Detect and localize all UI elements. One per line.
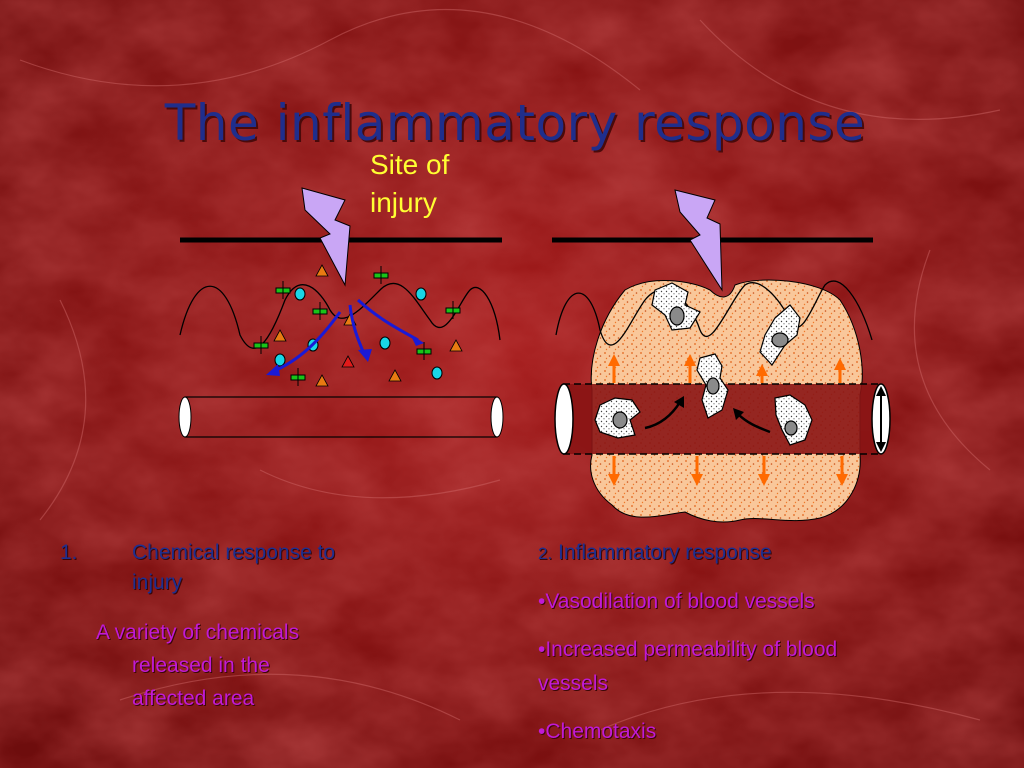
- left-body-line-3: affected area: [132, 687, 255, 710]
- chemotaxis-arrows: [644, 396, 771, 434]
- site-of-injury-label: Site of injury: [370, 146, 490, 222]
- left-caption-heading: 1. Chemical response to: [60, 536, 456, 570]
- chemical-marker-icon: [253, 266, 461, 386]
- tissue-wave-left: [179, 282, 501, 349]
- right-heading-text: Inflammatory response: [558, 541, 772, 564]
- lightning-bolt-icon: [674, 189, 723, 292]
- left-panel: [178, 187, 504, 438]
- left-body-line-1: A variety of chemicals: [96, 621, 300, 644]
- right-caption-number: 2.: [538, 544, 553, 563]
- left-caption: 1. Chemical response to injury A variety …: [60, 536, 456, 716]
- slide-title: The inflammatory response: [164, 94, 866, 152]
- site-label-line-1: Site of: [370, 149, 450, 180]
- permeability-arrows: [608, 354, 848, 486]
- right-caption-heading: 2. Inflammatory response: [538, 536, 918, 571]
- blood-vessel-left: [178, 396, 504, 438]
- right-panel: [552, 189, 891, 523]
- left-caption-number: 1.: [60, 541, 78, 564]
- right-caption: 2. Inflammatory response •Vasodilation o…: [538, 536, 918, 749]
- white-blood-cell-icon: [759, 304, 801, 366]
- right-bullet-1: •Vasodilation of blood vessels: [538, 590, 815, 613]
- tissue-wave-right: [555, 280, 873, 346]
- white-blood-cells: [594, 282, 813, 446]
- chemical-markers: [253, 264, 463, 387]
- white-blood-cell-icon: [594, 397, 641, 439]
- white-blood-cell-icon: [651, 282, 701, 331]
- left-heading-line-1: Chemical response to: [132, 541, 336, 564]
- site-label-line-2: injury: [370, 187, 437, 218]
- left-body-line-2: released in the: [132, 654, 270, 677]
- right-bullet-3: •Chemotaxis: [538, 720, 657, 743]
- left-heading-line-2: injury: [132, 571, 183, 594]
- right-bullet-2: •Increased permeability of blood vessels: [538, 638, 838, 695]
- white-blood-cell-icon: [774, 394, 813, 446]
- chemical-release-arrows: [266, 298, 424, 376]
- lightning-bolt-icon: [301, 187, 351, 287]
- white-blood-cell-icon: [696, 353, 729, 419]
